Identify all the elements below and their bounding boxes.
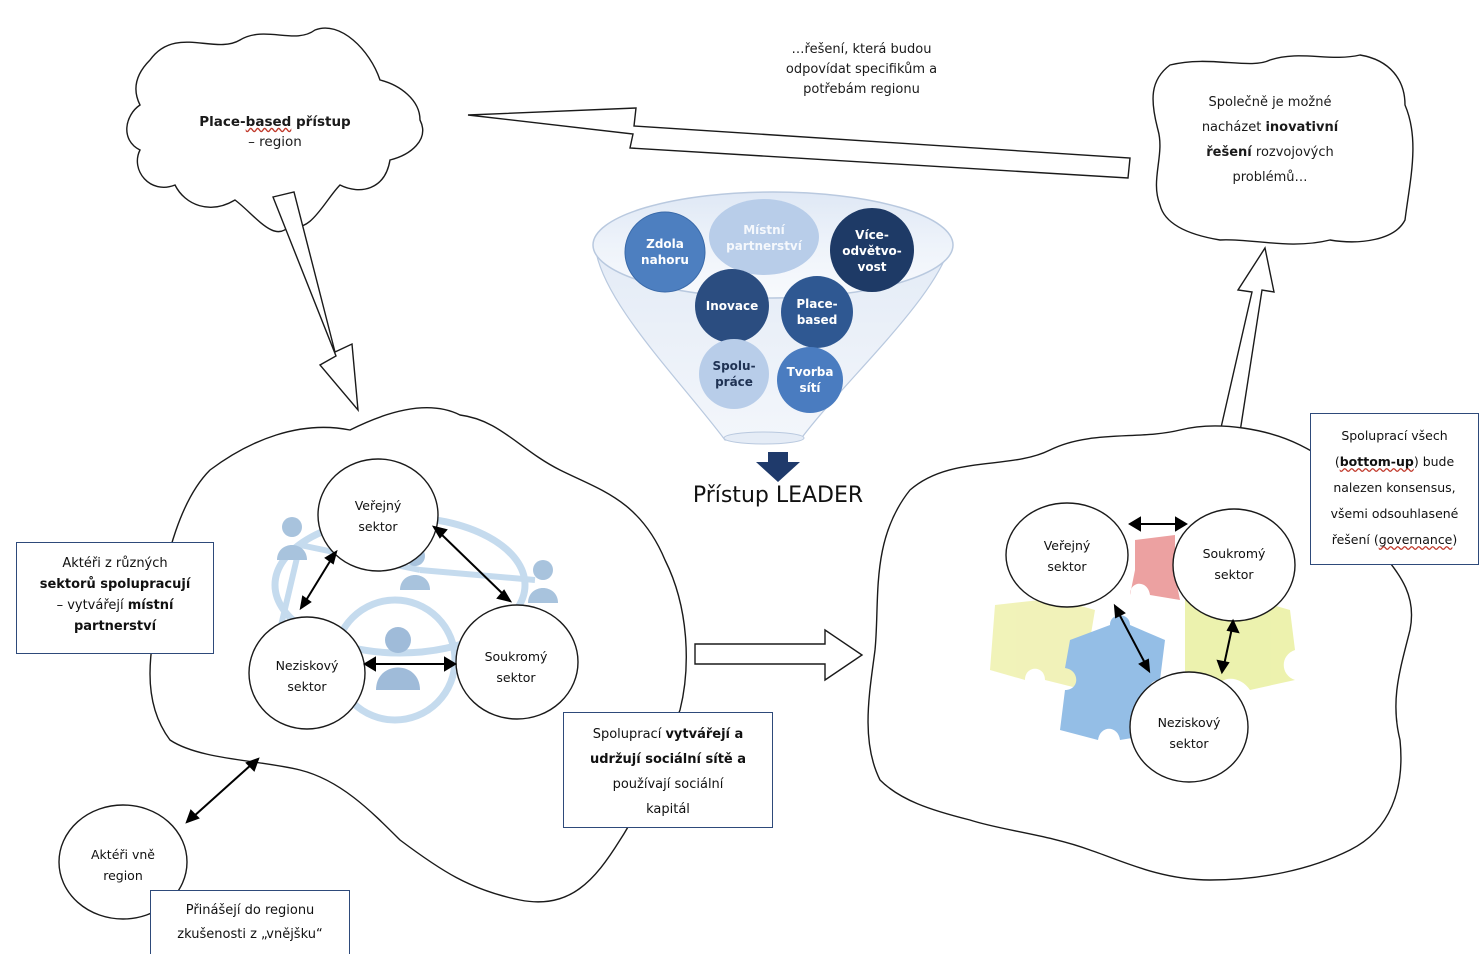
crt-l1: Společně je možné [1208,95,1332,110]
person-icon [528,560,558,603]
crt-l2a: nacházet [1201,120,1266,135]
place-rest: přístup [291,114,351,130]
box-outside-experience: Přinášejí do regionu zkušenosti z „vnějš… [150,890,350,954]
box-consensus: Spoluprací všech (bottom-up) bude naleze… [1310,413,1479,565]
place-prefix: Place- [199,114,246,130]
leader-caption: Přístup LEADER [692,483,864,508]
network-illustration [271,513,558,724]
cloud-top-right [1152,54,1414,245]
funnel-circle-place-based [781,276,853,348]
label-viceodvetvovost: Více-odvětvo-vost [842,228,902,274]
circle-nonprofit-sector-right [1129,671,1249,783]
solutions-caption: …řešení, která budou odpovídat specifiků… [785,42,938,97]
arrow-left-to-right-region [694,628,864,682]
circle-public-sector-right [1005,502,1129,608]
box-actors-partnership: Aktéři z různých sektorů spolupracují – … [16,542,214,654]
person-icon [277,517,307,560]
funnel-circle-zdola-nahoru [624,211,706,293]
label-spoluprace: Spolu-práce [712,359,756,389]
leader-down-arrow [756,452,800,482]
box-social-networks: Spoluprací vytvářejí a udržují sociální … [563,712,773,828]
funnel-circle-viceodvetvovost [830,208,914,292]
funnel-circle-inovace [695,269,769,343]
place-squiggle: based [245,114,292,130]
cloud-top-left-text: Place-based přístup – region [180,112,370,152]
crt-l3b: rozvojových [1251,145,1334,160]
circle-nonprofit-sector-left [248,616,366,730]
circle-public-sector-left [317,458,439,572]
funnel-circle-mistni-partnerstvi [709,199,819,275]
circle-private-sector-left [455,604,579,720]
double-arrows-right [1113,516,1240,675]
puzzle-illustration [990,535,1295,740]
funnel-circle-tvorba-siti [777,347,843,413]
double-arrows-left [185,525,513,824]
funnel-circle-spoluprace [699,339,769,409]
crt-l4: problémů… [1232,170,1308,185]
cloud-top-left [126,27,424,233]
person-icon [376,627,420,690]
arrow-up-to-solutions [1219,246,1275,433]
crt-l3a: řešení [1206,145,1252,160]
region-line: – region [248,134,302,150]
arrow-region-down [272,191,359,413]
label-place-based: Place-based [796,297,838,327]
label-inovace: Inovace [705,299,759,313]
cloud-top-right-text: Společně je možné nacházet inovativní ře… [1180,90,1360,190]
arrow-solutions-to-region [467,107,1131,179]
crt-l2b: inovativní [1265,120,1339,135]
